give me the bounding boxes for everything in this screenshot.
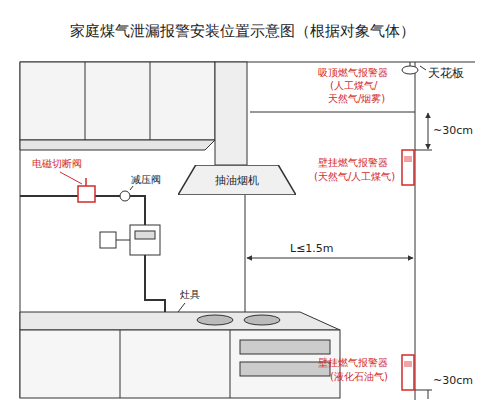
meter-dial xyxy=(135,231,155,239)
gas-pipe-line xyxy=(128,196,145,225)
gas-pipe-line xyxy=(20,195,122,197)
range-hood: 抽油烟机 xyxy=(178,165,296,195)
range-hood-outline xyxy=(178,165,296,195)
back-wall-top-line xyxy=(250,112,415,113)
alarm-name: 吸顶燃气报警器 xyxy=(318,67,388,79)
leader-line xyxy=(420,66,426,70)
drawer xyxy=(240,362,330,376)
valve-stem xyxy=(85,178,87,186)
dimension-label: L≤1.5m xyxy=(290,242,334,255)
cabinet-divider xyxy=(230,330,231,398)
dimension-label: ~30cm xyxy=(433,374,473,387)
burner xyxy=(197,315,233,325)
right-wall-line xyxy=(415,62,416,400)
dimension-line xyxy=(428,390,429,399)
detector-window xyxy=(404,156,412,162)
solenoid-valve xyxy=(78,186,95,202)
meter-wire xyxy=(116,240,130,241)
wall-socket xyxy=(100,232,116,248)
drawer xyxy=(240,340,330,354)
leader-line xyxy=(178,303,185,312)
upper-cabinet xyxy=(20,62,215,140)
valve-label: 电磁切断阀 xyxy=(32,158,82,170)
cabinet-divider xyxy=(85,62,86,140)
gas-meter xyxy=(130,225,160,255)
wall-detector-icon xyxy=(402,355,414,390)
alarm-name: 壁挂燃气报警器 xyxy=(318,157,388,169)
ceiling-label: 天花板 xyxy=(428,66,464,80)
node-label: 抽油烟机 xyxy=(215,173,259,188)
upper-cabinets xyxy=(20,62,247,165)
room-lines xyxy=(20,62,475,400)
counter-and-stove xyxy=(20,303,340,398)
counter-top xyxy=(20,312,340,330)
gas-type-note: 天然气/烟雾) xyxy=(328,93,385,105)
extension-line xyxy=(415,150,432,151)
gas-type-note: (人工煤气/ xyxy=(330,80,377,92)
extension-line xyxy=(415,390,432,391)
dimension-line xyxy=(428,113,429,149)
leader-line xyxy=(60,172,82,184)
gas-type-note: (天然气/人工煤气) xyxy=(314,171,395,183)
gas-hose xyxy=(145,255,165,312)
leader-line xyxy=(130,186,133,190)
alarm-name: 壁挂燃气报警器 xyxy=(318,357,388,369)
dimension-label: ~30cm xyxy=(433,124,473,137)
detector-window xyxy=(404,361,412,367)
wall-corner-line xyxy=(245,195,246,312)
dimension-line xyxy=(247,258,413,259)
stove-label: 灶具 xyxy=(180,289,200,301)
wall-detector-icon xyxy=(402,150,414,185)
cabinet-bottom xyxy=(20,140,215,150)
cabinet-divider xyxy=(120,330,121,398)
ceiling-detector xyxy=(402,62,426,74)
ceiling-detector-icon xyxy=(402,66,418,74)
pressure-regulator xyxy=(120,191,130,201)
regulator-label: 减压阀 xyxy=(131,174,161,186)
burner xyxy=(244,315,280,325)
gas-pipe xyxy=(20,172,165,312)
wall-detectors xyxy=(402,150,414,390)
gas-type-note: (液化石油气) xyxy=(330,371,388,383)
hood-chimney xyxy=(215,62,247,165)
lower-cabinet xyxy=(20,330,340,398)
cabinet-divider xyxy=(150,62,151,140)
diagram-title: 家庭煤气泄漏报警安装位置示意图（根据对象气体） xyxy=(70,22,415,40)
detector-mount xyxy=(410,62,411,66)
